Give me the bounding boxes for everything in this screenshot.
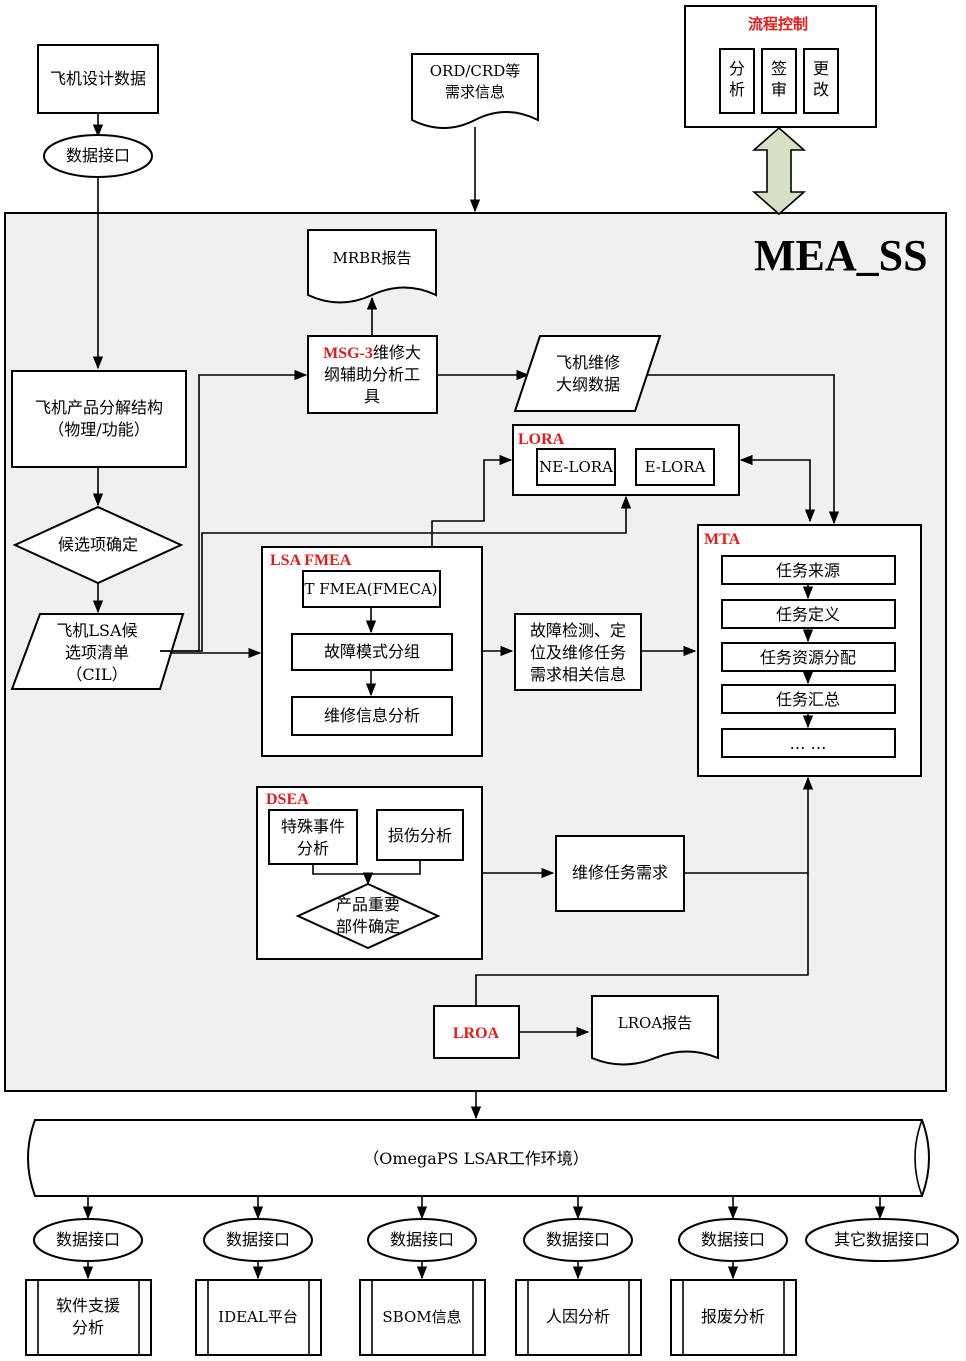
- svg-text:分: 分: [729, 59, 745, 78]
- svg-text:任务来源: 任务来源: [776, 561, 840, 580]
- mp-data-label-2: 大纲数据: [556, 375, 620, 394]
- human-factor-analysis-box[interactable]: [515, 1279, 642, 1356]
- svg-text:SBOM信息: SBOM信息: [382, 1308, 461, 1326]
- t-fmea-box[interactable]: [302, 570, 441, 608]
- mta-title: MTA: [704, 531, 741, 548]
- svg-text:析: 析: [729, 80, 745, 99]
- cil-label-3: （CIL）: [66, 665, 127, 684]
- lsa-fmea-title: LSA FMEA: [270, 552, 352, 569]
- aircraft-design-data-box[interactable]: [37, 44, 159, 114]
- process-control-analysis[interactable]: [719, 48, 755, 114]
- svg-text:更: 更: [813, 59, 829, 78]
- ord-crd-document[interactable]: [411, 53, 539, 129]
- mea-ss-title: MEA_SS: [754, 231, 928, 280]
- environment-label: （OmegaPS LSAR工作环境）: [363, 1149, 589, 1168]
- svg-text:其它数据接口: 其它数据接口: [834, 1230, 930, 1249]
- candidate-select-label: 候选项确定: [58, 535, 138, 554]
- msg3-red-label: MSG-3: [323, 345, 373, 362]
- mrbr-report-label: MRBR报告: [333, 249, 412, 267]
- mta-task-resource[interactable]: [721, 642, 896, 672]
- ideal-platform-box[interactable]: [195, 1279, 322, 1356]
- ne-lora-label: NE-LORA: [539, 458, 613, 476]
- svg-text:MSG-3维修大: MSG-3维修大: [323, 343, 421, 362]
- special-event-label-1: 特殊事件: [281, 817, 345, 836]
- svg-text:人因分析: 人因分析: [546, 1307, 610, 1326]
- svg-text:报废分析: 报废分析: [701, 1307, 765, 1326]
- fault-info-label-2: 位及维修任务: [530, 643, 626, 662]
- process-control-change[interactable]: [803, 48, 839, 114]
- scrap-analysis-box[interactable]: [670, 1279, 797, 1356]
- svg-text:数据接口: 数据接口: [56, 1230, 120, 1249]
- important-parts-label-2: 部件确定: [336, 917, 400, 936]
- svg-text:… …: … …: [789, 734, 826, 753]
- lroa-report-document[interactable]: [591, 995, 719, 1066]
- double-arrow-icon: [751, 126, 807, 216]
- lroa-title: LROA: [453, 1025, 500, 1042]
- damage-analysis-label: 损伤分析: [388, 826, 452, 845]
- pbs-label-2: （物理/功能）: [48, 420, 149, 439]
- fault-mode-group-label: 故障模式分组: [324, 642, 420, 661]
- maint-info-analysis-label: 维修信息分析: [324, 706, 420, 725]
- lroa-report-label: LROA报告: [618, 1014, 692, 1032]
- mta-task-more[interactable]: [721, 728, 896, 758]
- important-parts-label-1: 产品重要: [336, 895, 400, 914]
- svg-text:数据接口: 数据接口: [546, 1230, 610, 1249]
- svg-text:IDEAL平台: IDEAL平台: [218, 1308, 298, 1326]
- process-control-title: 流程控制: [748, 15, 808, 33]
- svg-text:改: 改: [813, 80, 829, 99]
- msg3-box[interactable]: [307, 335, 438, 414]
- e-lora-label: E-LORA: [645, 458, 706, 476]
- pbs-box[interactable]: [11, 370, 187, 468]
- fault-info-label-3: 需求相关信息: [530, 665, 626, 684]
- e-lora-box[interactable]: [635, 448, 715, 486]
- svg-text:签: 签: [771, 59, 787, 78]
- svg-text:审: 审: [771, 80, 787, 99]
- special-event-label-2: 分析: [297, 839, 329, 858]
- maint-task-req-box[interactable]: [555, 835, 685, 912]
- msg3-label-3: 具: [364, 387, 380, 406]
- svg-text:数据接口: 数据接口: [390, 1230, 454, 1249]
- svg-text:任务定义: 任务定义: [776, 605, 840, 624]
- software-support-analysis-box[interactable]: [25, 1279, 152, 1356]
- ord-crd-label-1: ORD/CRD等: [430, 62, 520, 80]
- ord-crd-label-2: 需求信息: [445, 83, 505, 101]
- cil-label-1: 飞机LSA候: [56, 621, 137, 640]
- mp-data-label-1: 飞机维修: [556, 353, 620, 372]
- sbom-info-box[interactable]: [359, 1279, 486, 1356]
- svg-text:软件支援: 软件支援: [56, 1296, 120, 1315]
- fault-mode-group-box[interactable]: [291, 633, 453, 671]
- svg-text:数据接口: 数据接口: [226, 1230, 290, 1249]
- maint-info-analysis-box[interactable]: [291, 696, 453, 736]
- bottom-interface-other[interactable]: [805, 1218, 959, 1262]
- data-interface-top-label: 数据接口: [66, 146, 130, 165]
- mta-task-source[interactable]: [721, 555, 896, 585]
- maintenance-program-data[interactable]: [513, 335, 662, 412]
- msg3-label-2: 纲辅助分析工: [324, 365, 420, 384]
- fault-info-label-1: 故障检测、定: [530, 621, 626, 640]
- dsea-title: DSEA: [266, 791, 309, 808]
- aircraft-design-data-label: 飞机设计数据: [50, 69, 146, 88]
- cil-label-2: 选项清单: [65, 643, 129, 662]
- svg-text:任务资源分配: 任务资源分配: [760, 648, 856, 667]
- mrbr-report-document[interactable]: [307, 229, 437, 304]
- t-fmea-label: T FMEA(FMECA): [304, 580, 437, 598]
- damage-analysis-box[interactable]: [376, 809, 464, 861]
- svg-text:分析: 分析: [72, 1318, 104, 1337]
- pbs-label-1: 飞机产品分解结构: [35, 398, 163, 417]
- lora-title: LORA: [518, 431, 565, 448]
- svg-text:数据接口: 数据接口: [701, 1230, 765, 1249]
- process-control-review[interactable]: [761, 48, 797, 114]
- maint-task-req-label: 维修任务需求: [572, 863, 668, 882]
- cil-parallelogram[interactable]: [10, 613, 185, 690]
- fault-info-box[interactable]: [514, 613, 642, 691]
- important-parts-diamond[interactable]: [295, 882, 441, 950]
- svg-text:任务汇总: 任务汇总: [776, 690, 840, 709]
- ne-lora-box[interactable]: [536, 448, 616, 486]
